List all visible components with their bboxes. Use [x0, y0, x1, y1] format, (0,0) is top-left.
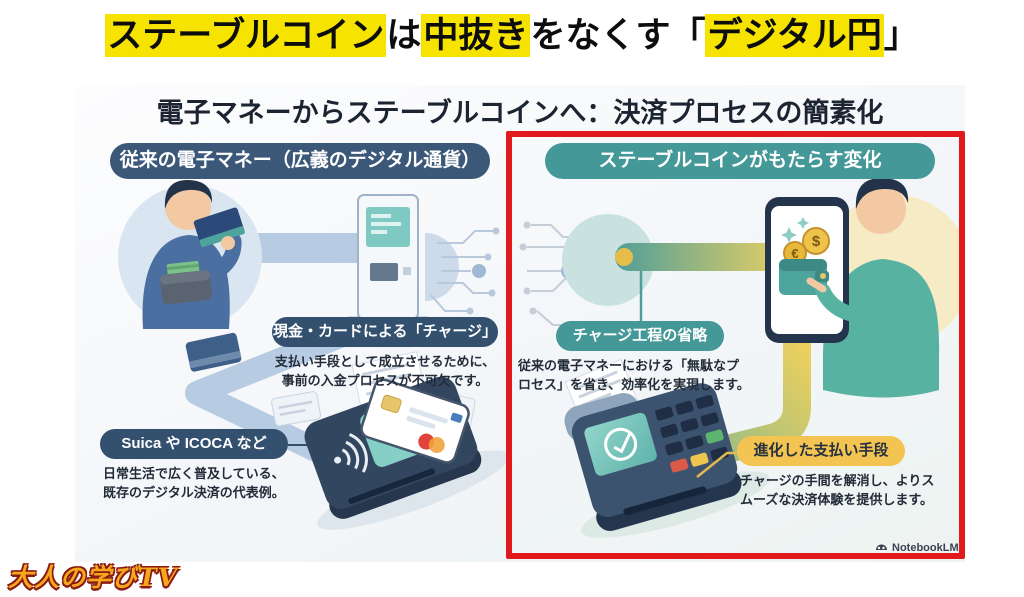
- smartphone-wallet-icon: € $: [765, 197, 849, 343]
- gradient-flow-bar: [615, 243, 790, 271]
- notebooklm-watermark: NotebookLM: [875, 541, 959, 554]
- charge-desc-line2: 事前の入金プロセスが不可欠です。: [281, 372, 489, 388]
- title-text: は: [386, 16, 422, 55]
- notebooklm-logo-icon: [876, 544, 887, 550]
- charge-desc-line1: 支払い手段として成立させるために、: [274, 354, 496, 369]
- skip-charge-pill: チャージ工程の省略: [556, 321, 724, 351]
- channel-logo: 大人の学びTV: [8, 563, 179, 592]
- suica-desc-line1: 日常生活で広く普及している、: [103, 466, 285, 481]
- charge-desc: 支払い手段として成立させるために、 事前の入金プロセスが不可欠です。: [255, 353, 515, 391]
- suica-desc: 日常生活で広く普及している、 既存のデジタル決済の代表例。: [103, 465, 333, 503]
- title-text: 」: [883, 16, 919, 55]
- evolved-payment-desc: チャージの手間を解消し、よりス ムーズな決済体験を提供します。: [740, 472, 965, 510]
- suica-desc-line2: 既存のデジタル決済の代表例。: [103, 484, 285, 500]
- skip-charge-desc: 従来の電子マネーにおける「無駄なプ ロセス」を省き、効率化を実現します。: [518, 357, 758, 395]
- circuit-pattern-left-icon: [425, 227, 500, 315]
- notebooklm-label: NotebookLM: [892, 541, 959, 554]
- left-panel-header: 従来の電子マネー（広義のデジタル通貨）: [110, 143, 490, 179]
- page-title: ステーブルコインは中抜きをなくす「デジタル円」: [0, 14, 1024, 58]
- evolved-payment-desc-line1: チャージの手間を解消し、よりス: [740, 473, 935, 488]
- charge-pill: 現金・カードによる「チャージ」: [272, 317, 498, 347]
- euro-coin-icon: €: [791, 246, 798, 261]
- title-highlight-nakanuki: 中抜き: [421, 14, 531, 57]
- connector-terminal-to-evolved: [696, 451, 737, 478]
- infographic-artwork: € $: [118, 177, 965, 538]
- evolved-payment-pill: 進化した支払い手段: [737, 436, 905, 466]
- pointing-arm: [815, 283, 883, 325]
- teal-node-circle: [562, 214, 654, 306]
- title-text: をなくす「: [530, 16, 706, 55]
- title-highlight-stablecoin: ステーブルコイン: [105, 14, 387, 57]
- evolved-payment-desc-line2: ムーズな決済体験を提供します。: [740, 491, 934, 507]
- infographic-subtitle: 電子マネーからステーブルコインへ：決済プロセスの簡素化: [156, 98, 884, 128]
- suica-pill: Suica や ICOCA など: [100, 429, 288, 459]
- right-panel-header: ステーブルコインがもたらす変化: [545, 143, 935, 179]
- skip-charge-desc-line1: 従来の電子マネーにおける「無駄なプ: [518, 358, 740, 373]
- yellow-node-dot: [615, 248, 633, 266]
- person-with-wallet-icon: [118, 179, 262, 329]
- dollar-coin-icon: $: [812, 233, 821, 250]
- skip-charge-desc-line2: ロセス」を省き、効率化を実現します。: [518, 376, 750, 392]
- title-highlight-digital-yen: デジタル円: [705, 14, 884, 57]
- pos-terminal-icon: [564, 358, 770, 538]
- infographic: € $: [75, 85, 965, 562]
- contactless-terminal-icon: [304, 351, 510, 530]
- pointing-finger: [806, 277, 827, 293]
